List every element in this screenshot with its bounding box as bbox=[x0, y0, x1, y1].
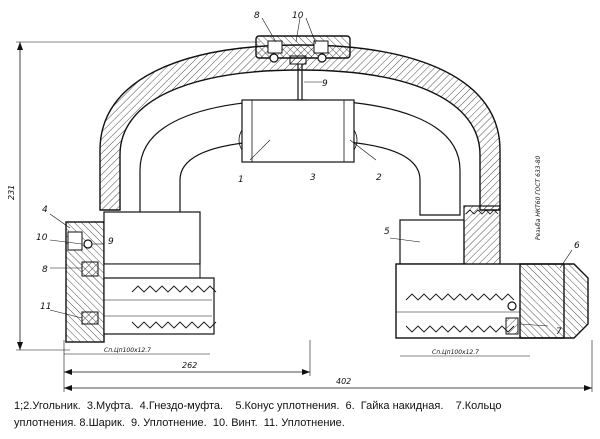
coupling-body bbox=[241, 99, 355, 163]
left-thread-teeth bbox=[131, 285, 217, 329]
label-5: 5 bbox=[384, 227, 390, 237]
label-9-top: 9 bbox=[322, 79, 328, 89]
elbow-bore bbox=[139, 99, 461, 216]
ball-left bbox=[83, 239, 93, 249]
ball-top-right bbox=[317, 53, 327, 63]
thread-label-vertical: Резьба НКТ60 ГОСТ 633-80 bbox=[535, 155, 542, 240]
label-8-top: 8 bbox=[254, 11, 260, 21]
label-3: 3 bbox=[310, 173, 316, 183]
right-elbow-end bbox=[399, 219, 465, 265]
label-4: 4 bbox=[42, 205, 48, 215]
legend-line-2: уплотнения. 8.Шарик. 9. Уплотнение. 10. … bbox=[14, 417, 345, 429]
right-thread-teeth bbox=[405, 293, 515, 333]
label-2: 2 bbox=[376, 173, 382, 183]
label-6: 6 bbox=[574, 241, 580, 251]
dim-span-outer: 402 bbox=[336, 377, 351, 386]
dim-height: 231 bbox=[7, 185, 16, 200]
ball-top-left bbox=[269, 53, 279, 63]
label-7: 7 bbox=[556, 327, 562, 337]
union-nut-hatch bbox=[519, 263, 589, 339]
seal-ring bbox=[507, 301, 517, 311]
left-elbow-end bbox=[103, 211, 201, 265]
label-10-top: 10 bbox=[292, 11, 304, 21]
right-thread-vertical bbox=[463, 205, 501, 267]
thread-label-right: Сп.Цп100x12.7 bbox=[432, 349, 479, 356]
dim-span-inner: 262 bbox=[182, 361, 197, 370]
thread-label-left: Сп.Цп100x12.7 bbox=[104, 347, 151, 354]
label-8-left: 8 bbox=[42, 265, 48, 275]
parts-legend: 1;2.Угольник. 3.Муфта. 4.Гнездо-муфта. 5… bbox=[14, 398, 594, 432]
label-9-left: 9 bbox=[108, 237, 114, 247]
label-11: 11 bbox=[40, 302, 51, 312]
label-10-left: 10 bbox=[36, 233, 48, 243]
swivel-joint-drawing: 8 10 9 1 3 2 4 10 9 8 11 5 6 7 231 262 4… bbox=[7, 11, 593, 392]
label-1: 1 bbox=[238, 175, 244, 185]
legend-line-1: 1;2.Угольник. 3.Муфта. 4.Гнездо-муфта. 5… bbox=[14, 400, 502, 412]
